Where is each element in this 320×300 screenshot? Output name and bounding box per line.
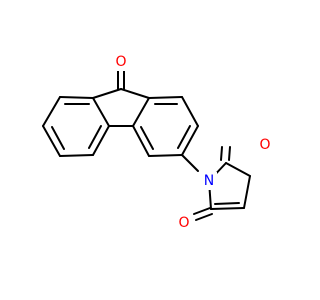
imide-oxygen-top: O — [259, 137, 270, 153]
carbonyl-double-bond — [228, 146, 231, 161]
bond — [132, 125, 150, 157]
label-background — [176, 214, 192, 232]
ketone-oxygen: O — [115, 54, 126, 70]
fluorenone-right-benzene-ring — [132, 96, 199, 157]
bond — [132, 97, 150, 127]
label-background — [113, 53, 129, 71]
bond — [92, 125, 110, 156]
label-background — [257, 136, 273, 154]
atom-label-imide-nitrogen: N — [201, 172, 217, 190]
bond — [181, 154, 199, 172]
bond — [148, 154, 183, 157]
bond — [210, 207, 245, 210]
label-background — [201, 172, 217, 190]
bond — [92, 97, 110, 127]
fluorenone-five-membered-ring — [92, 70, 150, 127]
molecule-structure: O O O N — [42, 53, 273, 232]
bond — [181, 96, 199, 127]
carbonyl-double-bond — [193, 207, 211, 215]
bond — [59, 96, 94, 99]
bond — [92, 88, 122, 99]
bond — [120, 88, 150, 99]
aromatic-inner-bond — [140, 126, 154, 150]
bond — [42, 96, 61, 127]
bond — [148, 96, 183, 99]
bond — [225, 162, 251, 177]
aromatic-inner-bond — [177, 125, 191, 149]
imide-nitrogen: N — [204, 173, 214, 189]
bond — [59, 154, 94, 157]
inner-double-bond — [214, 202, 240, 205]
fluorenone-left-benzene-ring — [42, 96, 110, 157]
bond — [243, 175, 251, 209]
carbonyl-double-bond — [195, 213, 213, 221]
atom-label-imide-oxygen-bottom: O — [176, 214, 192, 232]
carbonyl-double-bond — [220, 146, 223, 161]
bond — [181, 125, 199, 156]
imide-oxygen-bottom: O — [178, 215, 189, 231]
atom-label-ketone-oxygen: O — [113, 53, 129, 71]
ring-to-nitrogen-bond — [181, 154, 199, 172]
bond — [42, 125, 61, 157]
aromatic-inner-bond — [88, 125, 102, 149]
aromatic-inner-bond — [51, 126, 65, 150]
atom-label-imide-oxygen-top: O — [257, 136, 273, 154]
